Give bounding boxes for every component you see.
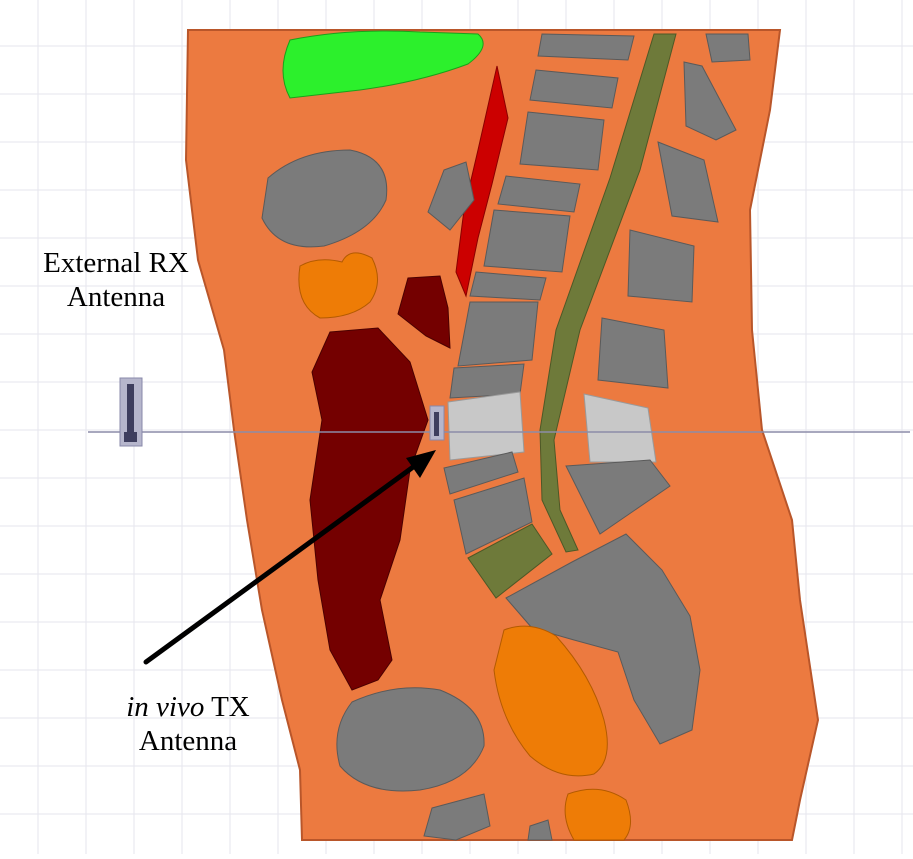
rx-label-line1: External RX (8, 246, 224, 280)
tx-antenna-label: in vivo TX Antenna (70, 690, 306, 758)
tx-label-italic: in vivo (126, 691, 204, 723)
vertebra-7 (458, 302, 538, 366)
vertebra-9 (448, 392, 524, 460)
vertebra-3 (520, 112, 604, 170)
spinous-process-1 (706, 34, 750, 62)
tx-label-suffix: TX (204, 691, 249, 723)
organ-orange-bottom (565, 789, 630, 840)
tx-label-line1: in vivo TX (70, 690, 306, 724)
vertebra-5 (484, 210, 570, 272)
rx-antenna-label: External RX Antenna (8, 246, 224, 314)
tx-label-line2: Antenna (70, 724, 306, 758)
vertebra-1 (538, 34, 634, 60)
external-rx-antenna-icon (120, 378, 142, 446)
rx-label-line2: Antenna (8, 280, 224, 314)
spinous-process-5 (598, 318, 668, 388)
in-vivo-tx-antenna-icon (430, 406, 444, 440)
